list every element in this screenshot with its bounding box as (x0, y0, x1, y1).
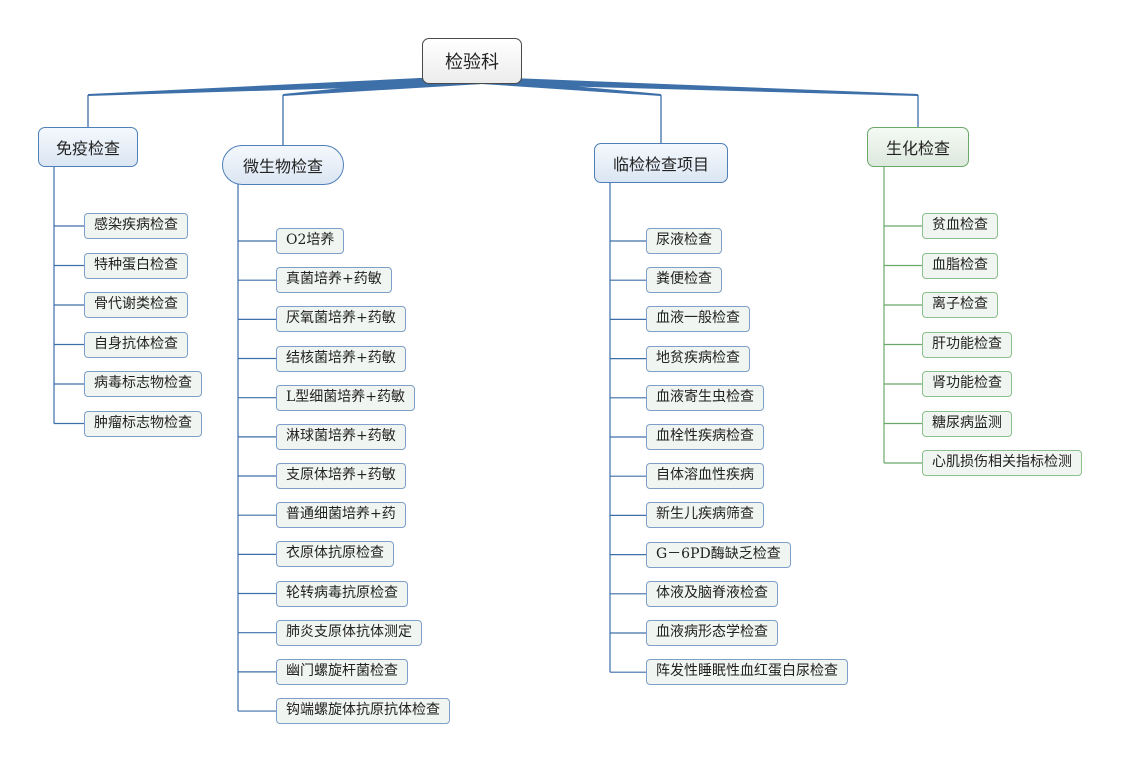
item-micro[interactable]: 幽门螺旋杆菌检查 (276, 658, 408, 685)
item-clinical[interactable]: 尿液检查 (646, 228, 722, 254)
branch-micro[interactable]: 微生物检查 (222, 145, 344, 185)
root-connector-immuno (88, 76, 482, 96)
item-clinical[interactable]: 自体溶血性疾病 (646, 463, 764, 490)
item-immuno[interactable]: 病毒标志物检查 (84, 371, 202, 397)
item-micro[interactable]: 轮转病毒抗原检查 (276, 580, 408, 607)
item-clinical[interactable]: G－6PD酶缺乏检查 (646, 541, 791, 568)
item-immuno[interactable]: 自身抗体检查 (84, 331, 188, 358)
item-clinical[interactable]: 阵发性睡眠性血红蛋白尿检查 (646, 659, 848, 686)
branch-immuno[interactable]: 免疫检查 (38, 127, 138, 167)
item-micro[interactable]: 钩端螺旋体抗原抗体检查 (276, 698, 450, 725)
item-biochem[interactable]: 血脂检查 (922, 252, 998, 279)
item-immuno[interactable]: 感染疾病检查 (84, 213, 188, 239)
item-clinical[interactable]: 血液病形态学检查 (646, 620, 778, 646)
item-clinical[interactable]: 血液一般检查 (646, 306, 750, 333)
item-micro[interactable]: O2培养 (276, 228, 345, 254)
branch-clinical[interactable]: 临检检查项目 (594, 143, 728, 183)
item-clinical[interactable]: 血液寄生虫检查 (646, 384, 764, 411)
item-clinical[interactable]: 体液及脑脊液检查 (646, 580, 778, 607)
item-micro[interactable]: 衣原体抗原检查 (276, 541, 394, 568)
item-biochem[interactable]: 心肌损伤相关指标检测 (922, 450, 1082, 476)
item-immuno[interactable]: 特种蛋白检查 (84, 252, 188, 279)
item-micro[interactable]: 支原体培养+药敏 (276, 463, 406, 490)
root-connector-biochem (462, 76, 918, 96)
item-micro[interactable]: 结核菌培养+药敏 (276, 345, 406, 372)
item-immuno[interactable]: 肿瘤标志物检查 (84, 410, 202, 437)
item-clinical[interactable]: 新生儿疾病筛查 (646, 502, 764, 529)
item-micro[interactable]: 普通细菌培养+药 (276, 502, 406, 529)
item-micro[interactable]: 淋球菌培养+药敏 (276, 423, 406, 450)
item-biochem[interactable]: 离子检查 (922, 292, 998, 318)
item-biochem[interactable]: 肾功能检查 (922, 371, 1012, 397)
item-micro[interactable]: L型细菌培养+药敏 (276, 384, 416, 411)
item-clinical[interactable]: 粪便检查 (646, 267, 722, 294)
item-clinical[interactable]: 地贫疾病检查 (646, 345, 750, 372)
item-clinical[interactable]: 血栓性疾病检查 (646, 424, 764, 450)
root-node[interactable]: 检验科 (422, 38, 522, 84)
item-immuno[interactable]: 骨代谢类检查 (84, 292, 188, 318)
item-biochem[interactable]: 糖尿病监测 (922, 410, 1012, 437)
item-micro[interactable]: 真菌培养+药敏 (276, 267, 392, 294)
item-biochem[interactable]: 贫血检查 (922, 213, 998, 239)
item-micro[interactable]: 厌氧菌培养+药敏 (276, 306, 406, 333)
item-biochem[interactable]: 肝功能检查 (922, 331, 1012, 358)
branch-biochem[interactable]: 生化检查 (867, 127, 969, 167)
item-micro[interactable]: 肺炎支原体抗体测定 (276, 619, 422, 646)
